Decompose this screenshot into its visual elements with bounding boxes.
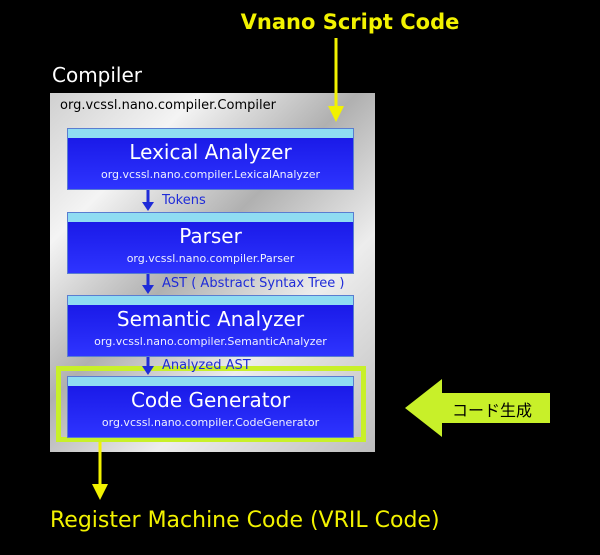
stage-code-generator: Code Generator org.vcssl.nano.compiler.C… [68, 377, 353, 437]
input-code-label: Vnano Script Code [240, 10, 460, 34]
stage-class-name: org.vcssl.nano.compiler.CodeGenerator [101, 416, 320, 429]
stage-name: Semantic Analyzer [116, 307, 305, 331]
flow-label-analyzed-ast: Analyzed AST [162, 358, 251, 373]
stage-class-name: org.vcssl.nano.compiler.Parser [126, 252, 295, 265]
flow-arrow-icon [142, 357, 154, 375]
flow-arrow-icon [142, 190, 154, 211]
flow-label-tokens: Tokens [162, 193, 206, 208]
flow-arrow-icon [142, 274, 154, 294]
code-generator-highlight [56, 366, 366, 442]
stage-lexical-analyzer: Lexical Analyzer org.vcssl.nano.compiler… [68, 129, 353, 189]
stage-name: Code Generator [130, 388, 291, 412]
stage-class-name: org.vcssl.nano.compiler.SemanticAnalyzer [94, 335, 327, 348]
stage-class-name: org.vcssl.nano.compiler.LexicalAnalyzer [101, 168, 320, 181]
compiler-title: Compiler [52, 63, 143, 87]
callout-label: コード生成 [452, 401, 533, 420]
flow-label-ast: AST ( Abstract Syntax Tree ) [162, 276, 345, 291]
input-arrow-icon [328, 38, 344, 122]
stage-parser: Parser org.vcssl.nano.compiler.Parser [68, 213, 353, 273]
output-code-label: Register Machine Code (VRIL Code) [50, 508, 440, 533]
compiler-class-name: org.vcssl.nano.compiler.Compiler [60, 98, 276, 113]
output-arrow-icon [92, 442, 108, 500]
stage-semantic-analyzer: Semantic Analyzer org.vcssl.nano.compile… [68, 296, 353, 356]
stage-name: Lexical Analyzer [129, 140, 292, 164]
callout-arrow-icon [405, 379, 550, 437]
stage-name: Parser [179, 224, 242, 248]
